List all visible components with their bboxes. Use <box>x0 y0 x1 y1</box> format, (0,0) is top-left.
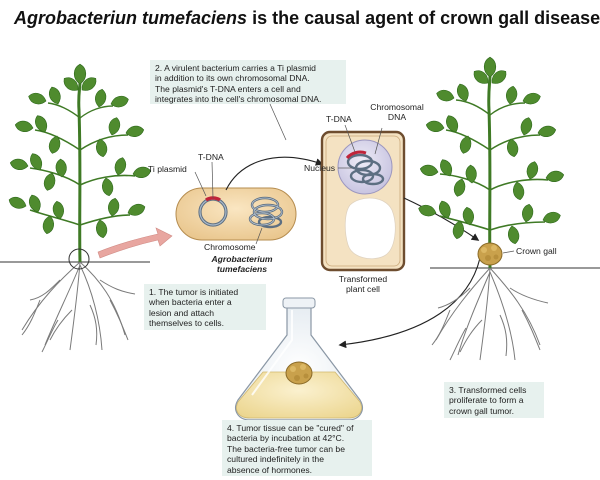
step-2-line: in addition to its own chromosomal DNA. <box>155 73 310 84</box>
to-flask-arrow <box>338 257 481 349</box>
step-3-line: 3. Transformed cells <box>449 385 527 395</box>
step-1-line: when bacteria enter a <box>149 297 232 308</box>
tdna-segment-plasmid <box>205 196 221 202</box>
step-4-line: cultured indefinitely in the <box>227 454 324 465</box>
label-tdna-bacterium: T-DNA <box>198 152 224 162</box>
agrobacterium-cell <box>175 187 297 241</box>
label-chromosome: Chromosome <box>204 242 256 252</box>
step-2-line: The plasmid's T-DNA enters a cell and <box>155 83 301 94</box>
step-4-line: 4. Tumor tissue can be "cured" of <box>227 423 354 433</box>
label-transformed-plant-cell: Transformed plant cell <box>334 274 392 294</box>
step-1-line: themselves to cells. <box>149 318 224 329</box>
label-chromosomal-dna-line: Chromosomal <box>370 102 424 112</box>
crown-gall-plant-illustration <box>416 56 566 361</box>
tdna-segment-integrated <box>345 150 367 160</box>
step-3-note: 3. Transformed cells proliferate to form… <box>444 382 544 418</box>
step-4-line: bacteria by incubation at 42°C. <box>227 433 345 444</box>
label-transformed-plant-cell-line: plant cell <box>346 284 380 294</box>
step-2-line: 2. A virulent bacterium carries a Ti pla… <box>155 63 316 73</box>
step-3-line: crown gall tumor. <box>449 405 514 416</box>
label-agrobacterium: Agrobacterium tumefaciens <box>210 254 274 274</box>
figure-title: Agrobacteriun tumefaciens is the causal … <box>14 8 600 29</box>
label-chromosomal-dna: Chromosomal DNA <box>368 102 426 122</box>
cured-tumor-tissue <box>285 361 313 385</box>
step-4-note: 4. Tumor tissue can be "cured" of bacter… <box>222 420 372 476</box>
nucleus <box>337 139 393 195</box>
step-1-note: 1. The tumor is initiated when bacteria … <box>144 284 266 330</box>
step-1-line: lesion and attach <box>149 307 214 318</box>
title-species-name: Agrobacteriun tumefaciens <box>14 8 248 28</box>
label-ti-plasmid: Ti plasmid <box>148 164 187 174</box>
lesion-circle <box>68 248 90 270</box>
step-2-line: integrates into the cell's chromosomal D… <box>155 94 322 105</box>
label-chromosomal-dna-line: DNA <box>387 112 407 122</box>
label-agrobacterium-line: tumefaciens <box>216 264 268 274</box>
step-4-line: The bacteria-free tumor can be <box>227 443 345 454</box>
transformed-plant-cell <box>320 130 406 272</box>
transfer-arrow <box>225 156 324 191</box>
crown-gall-tumor <box>477 242 503 266</box>
culture-flask <box>235 297 363 421</box>
pink-arrow <box>97 227 173 259</box>
label-crown-gall: Crown gall <box>516 246 557 256</box>
step-1-line: 1. The tumor is initiated <box>149 287 239 297</box>
step-2-note: 2. A virulent bacterium carries a Ti pla… <box>150 60 346 104</box>
label-tdna-cell: T-DNA <box>326 114 352 124</box>
healthy-plant-illustration <box>6 63 153 353</box>
plant-chromosomal-dna <box>346 153 385 186</box>
label-transformed-plant-cell-line: Transformed <box>338 274 388 284</box>
step-4-line: absence of hormones. <box>227 464 313 475</box>
label-agrobacterium-line: Agrobacterium <box>211 254 273 264</box>
step-3-line: proliferate to form a <box>449 395 524 406</box>
vacuole <box>344 197 396 260</box>
label-nucleus: Nucleus <box>304 163 336 173</box>
title-rest: is the causal agent of crown gall diseas… <box>247 8 600 28</box>
